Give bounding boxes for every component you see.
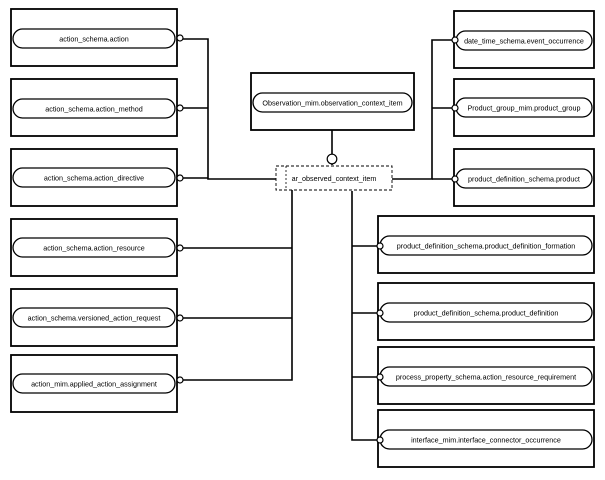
right-entity-action-resource-requirement[interactable]: process_property_schema.action_resource_… [377,346,595,405]
right-entity-label: product_definition_schema.product_defini… [414,309,559,318]
left-entity-label: action_mim.applied_action_assignment [31,380,157,389]
right-entity-label: date_time_schema.event_occurrence [464,37,584,46]
relation-circle [451,104,459,112]
central-entity-label: ar_observed_context_item [292,174,377,183]
right-entity-label: Product_group_mim.product_group [467,104,580,113]
right-entity-product-definition-formation[interactable]: product_definition_schema.product_defini… [377,215,595,274]
relation-circle [376,242,384,250]
left-entity-label: action_schema.action_method [45,105,143,114]
left-entity-label: action_schema.versioned_action_request [28,314,161,323]
supertype-link-circle [326,153,338,165]
connector-lines [180,38,455,441]
right-entity-label: interface_mim.interface_connector_occurr… [411,436,561,445]
supertype-entity[interactable]: Observation_mim.observation_context_item [250,72,415,131]
right-entity-label: product_definition_schema.product_defini… [397,242,576,251]
relation-circle [451,36,459,44]
relation-circle [376,309,384,317]
relation-circle [451,175,459,183]
left-entity-versioned-action-request[interactable]: action_schema.versioned_action_request [10,288,178,347]
line-right-top-bus [391,39,455,180]
right-entity-event-occurrence[interactable]: date_time_schema.event_occurrence [453,10,595,69]
supertype-entity-label: Observation_mim.observation_context_item [262,99,402,108]
relation-circle [176,376,184,384]
right-entity-label: process_property_schema.action_resource_… [396,373,576,382]
left-entity-label: action_schema.action [59,35,129,44]
right-bottom-relation-circles [376,242,384,444]
right-entity-product[interactable]: product_definition_schema.product [453,148,595,207]
left-entity-action-method[interactable]: action_schema.action_method [10,78,178,137]
right-entity-product-definition[interactable]: product_definition_schema.product_defini… [377,282,595,341]
relation-circle [176,314,184,322]
left-entity-action-resource[interactable]: action_schema.action_resource [10,218,178,277]
relation-circle [376,436,384,444]
right-entity-label: product_definition_schema.product [468,175,580,184]
right-entity-product-group[interactable]: Product_group_mim.product_group [453,78,595,137]
left-entity-applied-action-assignment[interactable]: action_mim.applied_action_assignment [10,354,178,413]
relation-circle [176,174,184,182]
left-relation-circles [176,34,184,384]
relation-circle [376,373,384,381]
left-entity-action-directive[interactable]: action_schema.action_directive [10,148,178,207]
left-entity-label: action_schema.action_resource [43,244,144,253]
line-right-bottom-bus [351,191,380,441]
right-entity-interface-connector-occurrence[interactable]: interface_mim.interface_connector_occurr… [377,409,595,468]
line-left-action [180,38,276,180]
relation-circle [176,34,184,42]
relation-circle [176,104,184,112]
left-entity-label: action_schema.action_directive [44,174,144,183]
relation-circle [176,244,184,252]
right-top-relation-circles [451,36,459,183]
line-left-bus [180,190,293,381]
left-entity-action[interactable]: action_schema.action [10,8,178,67]
central-entity[interactable]: ar_observed_context_item [275,165,393,191]
